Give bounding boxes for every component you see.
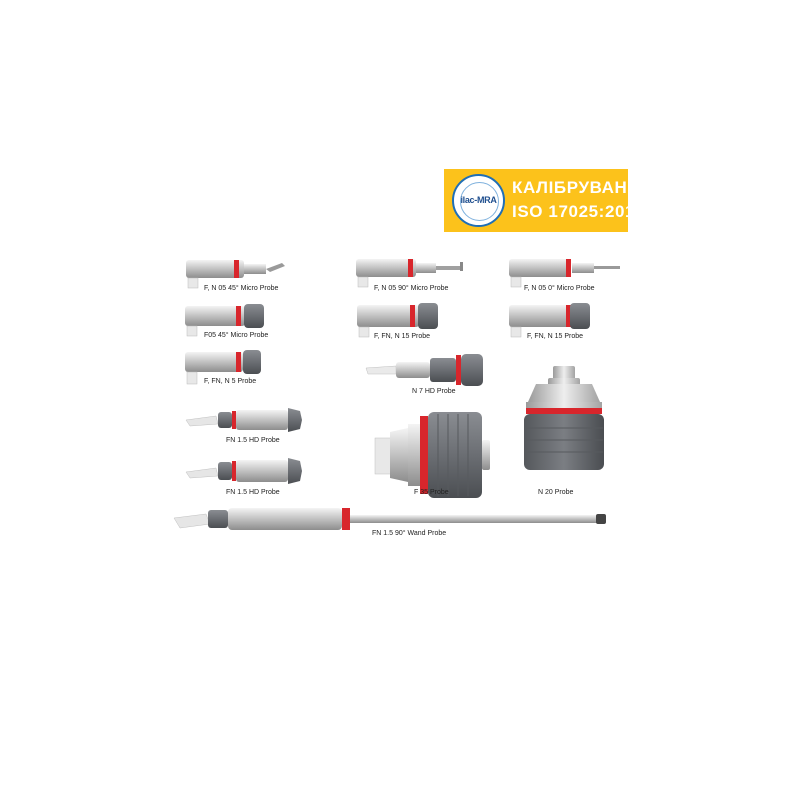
caption-f-fn-n-15-center: F, FN, N 15 Probe	[374, 333, 431, 340]
caption-f-n-05-0-micro: F, N 05 0° Micro Probe	[524, 285, 595, 292]
caption-f-n-05-90-micro: F, N 05 90° Micro Probe	[374, 285, 449, 292]
badge-title: КАЛІБРУВАННЯ	[512, 178, 654, 197]
probe-n-7-hd	[365, 354, 483, 386]
caption-n-7-hd: N 7 HD Probe	[412, 388, 456, 395]
probe-fn-1-5-hd-top	[185, 408, 302, 432]
caption-fn-1-5-hd-bottom: FN 1.5 HD Probe	[226, 489, 280, 496]
probe-n-20	[524, 366, 604, 470]
caption-f-fn-n-15-right: F, FN, N 15 Probe	[527, 333, 584, 340]
caption-f-35: F 35 Probe	[414, 489, 449, 496]
ilac-mra-logo-text: ilac-MRA	[460, 195, 497, 205]
probe-f-n-05-90-micro	[356, 259, 463, 288]
probe-f-fn-n-15-center	[357, 303, 438, 338]
caption-fn-1-5-hd-top: FN 1.5 HD Probe	[226, 437, 280, 444]
probe-fn-1-5-90-wand	[173, 508, 606, 530]
caption-f-fn-n-5: F, FN, N 5 Probe	[204, 378, 257, 385]
probe-f-n-05-45-micro	[186, 260, 285, 289]
probe-f-fn-n-15-right	[509, 303, 590, 338]
caption-f05-45-micro: F05 45° Micro Probe	[204, 332, 269, 339]
caption-n-20: N 20 Probe	[538, 489, 574, 496]
logo-ring	[460, 182, 499, 221]
probe-f05-45-micro	[185, 304, 264, 337]
caption-fn-1-5-90-wand: FN 1.5 90° Wand Probe	[372, 530, 447, 537]
ilac-mra-logo: ilac-MRA	[452, 174, 505, 227]
probe-f-35	[374, 412, 490, 498]
calibration-badge: ilac-MRA КАЛІБРУВАННЯ ISO 17025:2017	[444, 169, 653, 232]
badge-standard: ISO 17025:2017	[512, 202, 646, 221]
probe-fn-1-5-hd-bottom	[185, 458, 302, 484]
probe-f-fn-n-5	[185, 350, 261, 385]
caption-f-n-05-45-micro: F, N 05 45° Micro Probe	[204, 285, 279, 292]
probe-f-n-05-0-micro	[509, 259, 620, 288]
